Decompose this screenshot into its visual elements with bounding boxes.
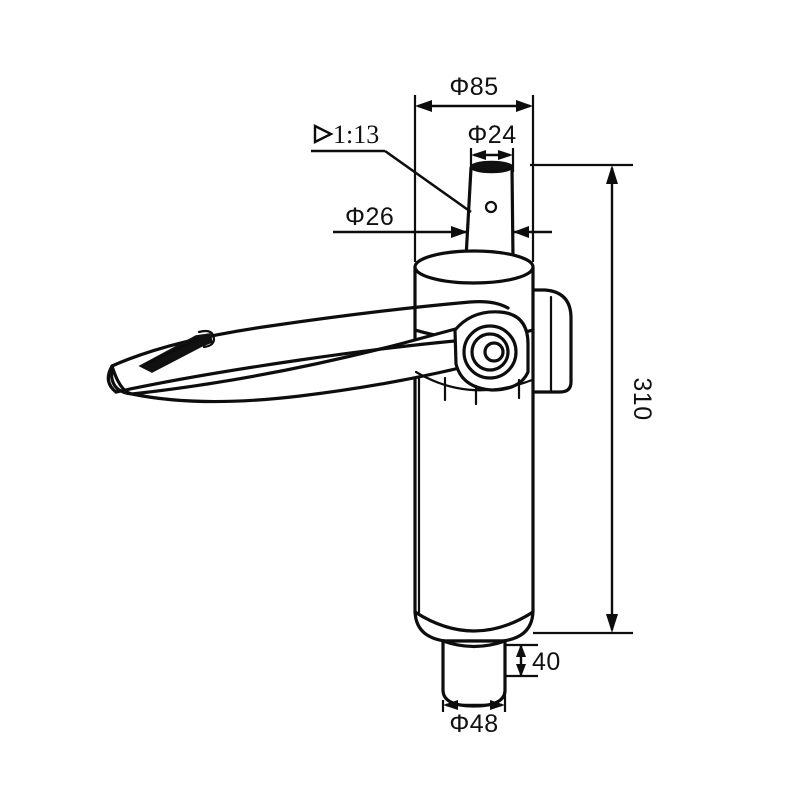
height40-label: 40 <box>532 648 561 676</box>
dimension-dia48: Φ48 <box>441 690 507 738</box>
taper-leader-diagonal <box>384 149 472 214</box>
shank-top-curve <box>441 639 507 649</box>
dia48-arrow-right <box>490 700 505 710</box>
dia26-label: Φ26 <box>345 203 394 231</box>
shank-body <box>441 639 507 708</box>
height40-arrow-bottom <box>516 664 526 677</box>
dimension-dia85: Φ85 <box>413 73 535 262</box>
dia24-label: Φ24 <box>467 121 516 149</box>
spout-hole <box>484 200 498 214</box>
dia85-arrow-left <box>415 100 432 112</box>
body-bottom-curve <box>413 610 535 633</box>
pivot-collar-curve <box>414 370 534 392</box>
dia24-arrow-right <box>498 150 513 160</box>
handle-top-edge <box>110 300 510 368</box>
height310-arrow-bottom <box>606 614 618 633</box>
spout-outlet-rim <box>469 165 514 173</box>
handle-bottom-edge <box>114 336 492 394</box>
handle-ridge-line <box>144 336 202 366</box>
annotation-taper-ratio: 1:13 <box>311 120 472 214</box>
dia26-arrow-right <box>513 226 529 238</box>
dia26-arrow-left <box>451 226 468 238</box>
body-side-cap <box>525 288 573 394</box>
taper-triangle-icon <box>313 124 334 144</box>
dia85-arrow-right <box>516 100 533 112</box>
height310-label: 310 <box>628 377 656 420</box>
dimension-dia26: Φ26 <box>333 203 552 238</box>
spout-assembly <box>464 160 515 260</box>
handle-left-tip <box>106 364 118 394</box>
dimension-height40: 40 <box>505 643 561 678</box>
faucet-body <box>413 249 573 643</box>
dimension-height310: 310 <box>530 163 656 635</box>
handle-ridge-loop <box>197 329 216 349</box>
dia48-label: Φ48 <box>449 710 498 738</box>
dia85-label: Φ85 <box>449 73 498 101</box>
height40-arrow-top <box>516 644 526 657</box>
height310-arrow-top <box>606 165 618 184</box>
pivot-mid-circle <box>470 332 510 372</box>
spout-tube-body <box>464 166 515 260</box>
taper-ratio-label: 1:13 <box>333 120 379 149</box>
bottom-shank <box>441 639 507 708</box>
dimension-dia24: Φ24 <box>467 121 516 172</box>
handle-pivot-hub <box>414 310 534 406</box>
dia24-arrow-left <box>471 150 486 160</box>
pivot-inner-circle <box>483 341 505 363</box>
dia48-arrow-left <box>443 700 458 710</box>
handle-ridge-detail <box>138 333 213 373</box>
body-collar-top-rim <box>413 265 535 285</box>
